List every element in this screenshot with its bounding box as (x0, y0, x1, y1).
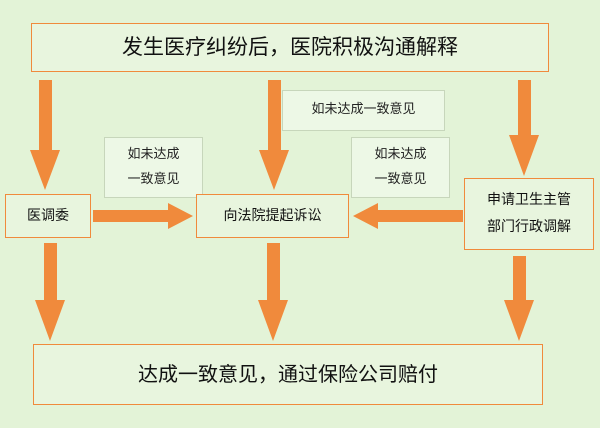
health-admin-node: 申请卫生主管 部门行政调解 (464, 178, 594, 250)
arrow-health-admin-to-court (353, 203, 463, 229)
note-health-admin-path: 如未达成 一致意见 (351, 137, 450, 198)
mediation-node: 医调委 (5, 194, 91, 238)
arrow-start-to-health-admin (509, 80, 539, 176)
arrow-start-to-mediation (30, 80, 60, 190)
arrow-mediation-to-court (93, 203, 193, 229)
arrow-court-to-end (258, 243, 288, 341)
note-mediation-path: 如未达成 一致意见 (104, 137, 203, 198)
note-court-path: 如未达成一致意见 (282, 90, 445, 131)
arrow-mediation-to-end (35, 243, 65, 341)
arrow-health-admin-to-end (504, 256, 534, 341)
court-node: 向法院提起诉讼 (196, 194, 349, 238)
end-node: 达成一致意见，通过保险公司赔付 (33, 344, 543, 405)
start-node: 发生医疗纠纷后，医院积极沟通解释 (31, 23, 549, 72)
